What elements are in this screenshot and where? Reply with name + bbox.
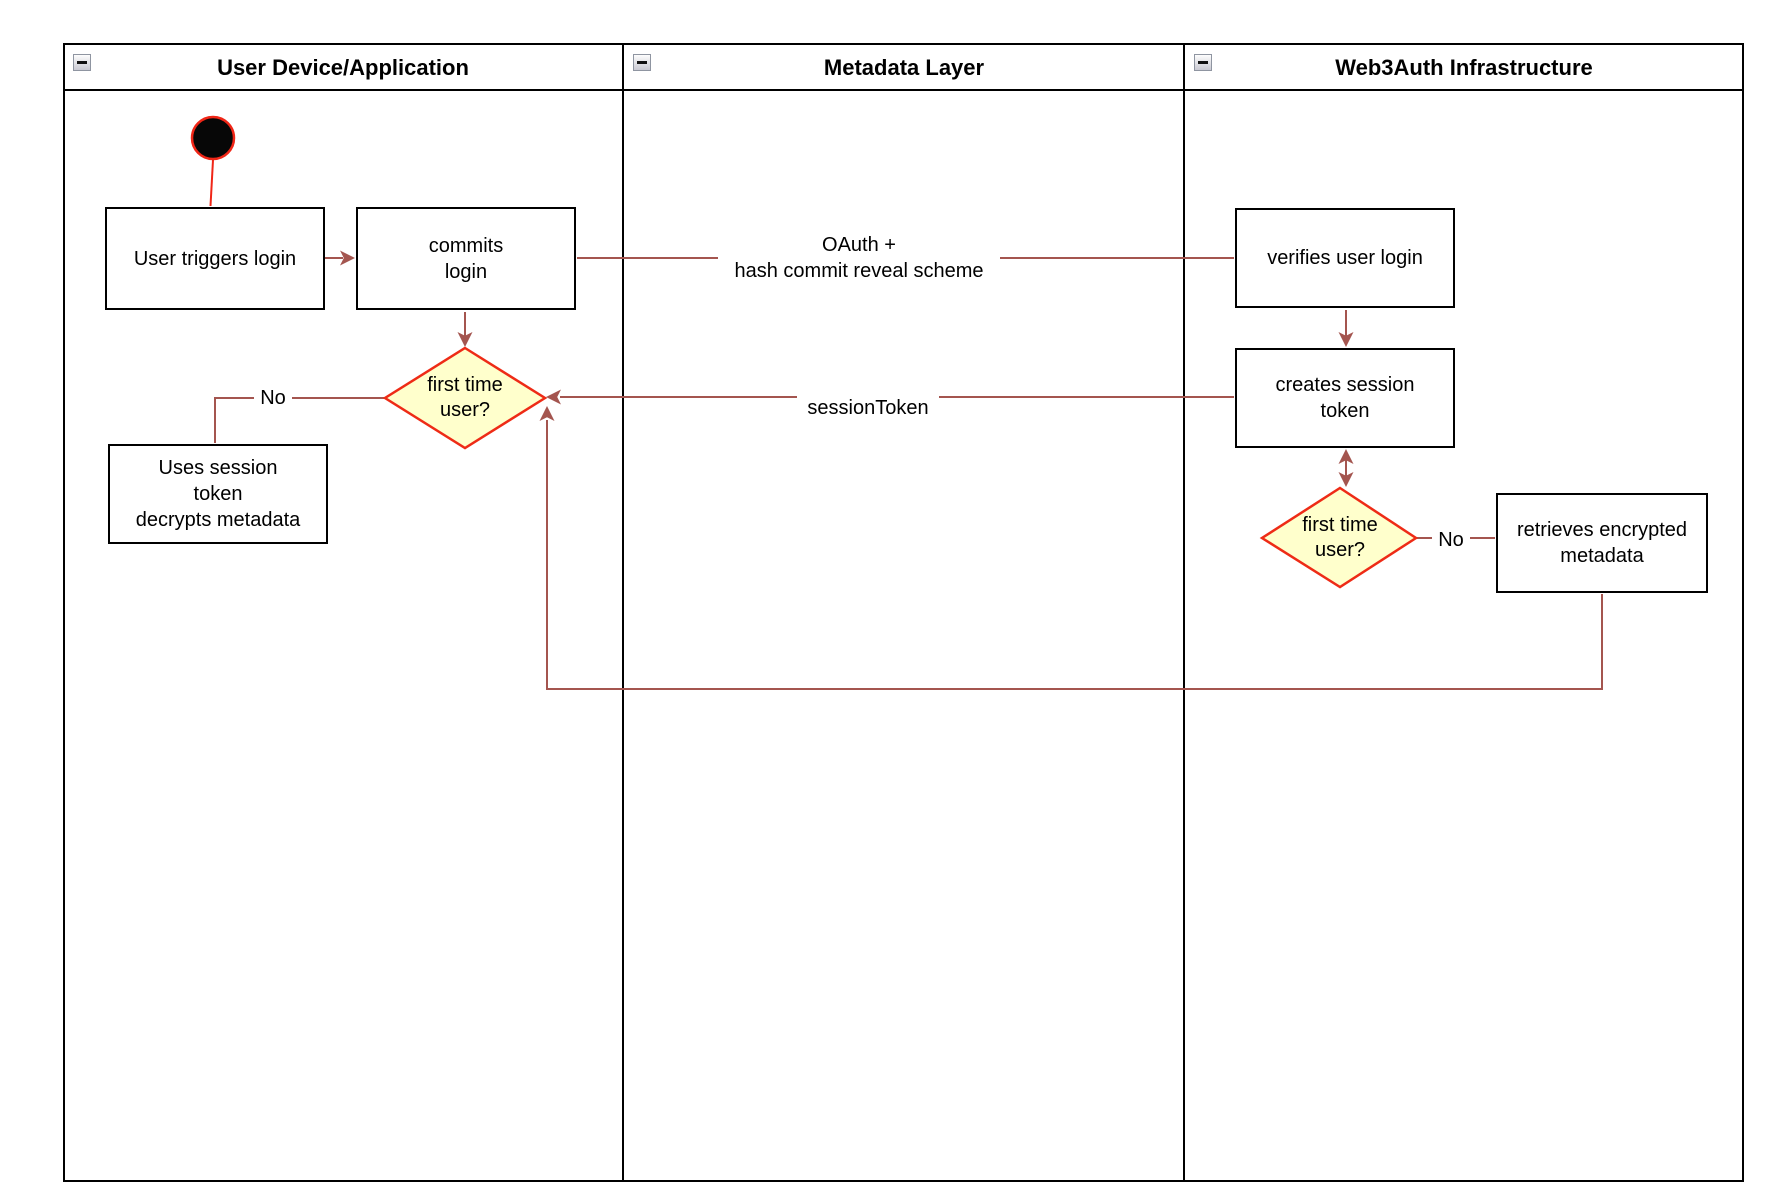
arrowhead-right xyxy=(340,250,355,266)
arrowhead-up-loop xyxy=(539,406,555,421)
connector-lines xyxy=(214,257,1603,690)
arrowhead-up-bidir xyxy=(1338,449,1354,464)
node-commits-login[interactable]: commits login xyxy=(356,207,576,310)
lane-title-user-device[interactable]: User Device/Application xyxy=(217,54,469,80)
edge-decision1-no xyxy=(214,397,385,443)
lane-title-web3auth-infrastructure[interactable]: Web3Auth Infrastructure xyxy=(1335,54,1593,80)
edge-label-no-2: No xyxy=(1432,527,1470,553)
lane-divider-2 xyxy=(1183,43,1185,1182)
arrowhead-left xyxy=(546,389,561,405)
collapse-icon[interactable] xyxy=(633,54,651,71)
node-user-triggers-login[interactable]: User triggers login xyxy=(105,207,325,310)
arrowhead-down-bidir xyxy=(1338,472,1354,487)
minus-glyph xyxy=(1198,61,1208,64)
collapse-icon[interactable] xyxy=(73,54,91,71)
edge-label-oauth: OAuth + hash commit reveal scheme xyxy=(718,232,1000,284)
edge-metadata-loop xyxy=(546,420,1603,690)
decision-node-first-time-user-1[interactable] xyxy=(382,346,548,450)
edge-label-session-token: sessionToken xyxy=(797,395,939,420)
decision-text-first-time-user-1: first time user? xyxy=(427,374,503,421)
arrowhead-down xyxy=(457,332,473,347)
minus-glyph xyxy=(77,61,87,64)
node-uses-session-token[interactable]: Uses session token decrypts metadata xyxy=(108,444,328,544)
lane-title-metadata-layer[interactable]: Metadata Layer xyxy=(823,54,985,80)
lane-header-separator xyxy=(63,89,1744,91)
node-retrieves-encrypted-metadata[interactable]: retrieves encrypted metadata xyxy=(1496,493,1708,593)
decision-node-first-time-user-2[interactable] xyxy=(1259,486,1419,589)
decision-text-first-time-user-2: first time user? xyxy=(1302,514,1378,561)
arrowheads xyxy=(340,250,1354,487)
arrowhead-down-2 xyxy=(1338,332,1354,347)
minus-glyph xyxy=(637,61,647,64)
collapse-icon[interactable] xyxy=(1194,54,1212,71)
node-creates-session-token[interactable]: creates session token xyxy=(1235,348,1455,448)
edge-start-to-triggers xyxy=(209,159,214,207)
lane-divider-1 xyxy=(622,43,624,1182)
node-verifies-user-login[interactable]: verifies user login xyxy=(1235,208,1455,308)
start-node[interactable] xyxy=(190,115,236,161)
edge-label-no-1: No xyxy=(254,387,292,409)
